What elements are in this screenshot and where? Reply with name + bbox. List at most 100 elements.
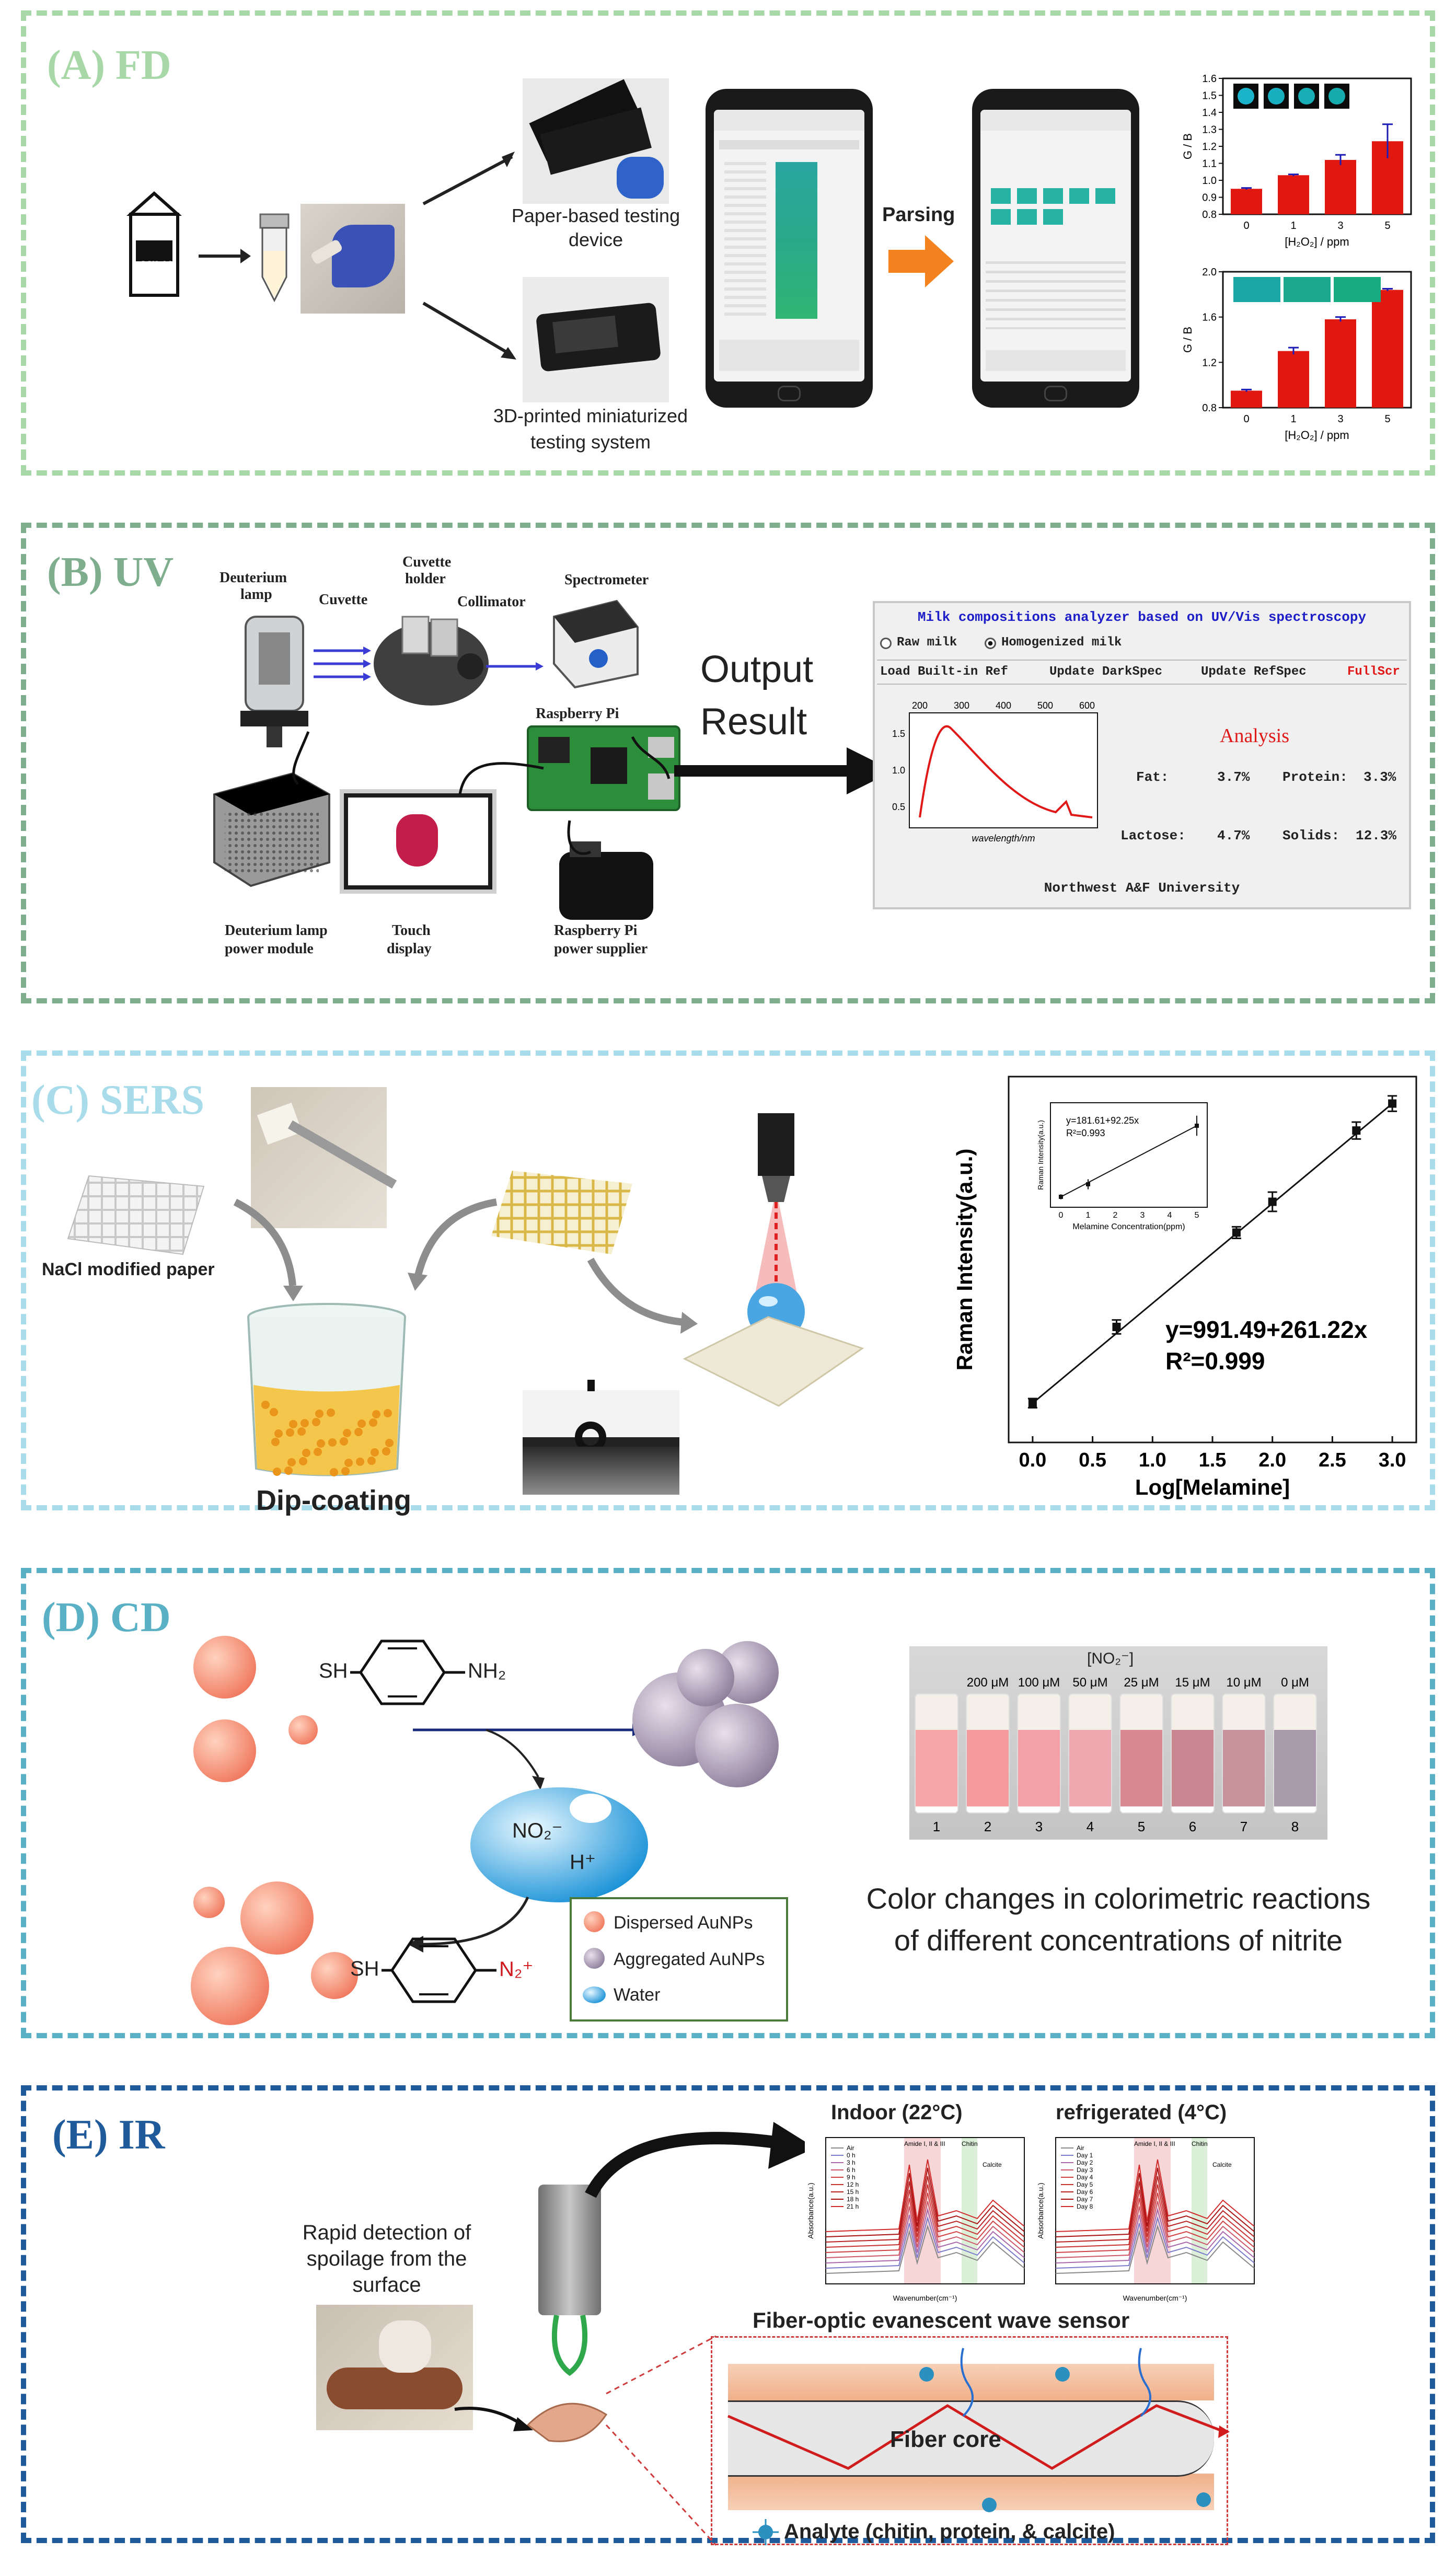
- refrig-legend-label: Day 8: [1077, 2203, 1093, 2210]
- colorimetric-caption-2: of different concentrations of nitrite: [894, 1924, 1343, 1957]
- phone-left-screen: [714, 110, 864, 382]
- refrig-spectrum-line: [1055, 2224, 1255, 2274]
- output-label-1: Output: [700, 649, 814, 690]
- update-refspec-button[interactable]: Update RefSpec: [1201, 665, 1307, 679]
- collimator-beam-icon: [486, 662, 544, 671]
- refrig-spectrum-line: [1055, 2176, 1255, 2243]
- raspberry-pi-label: Raspberry Pi: [536, 706, 619, 722]
- h2o2-bottom-color-swatch: [1233, 277, 1280, 302]
- load-ref-button[interactable]: Load Built-in Ref: [880, 665, 1008, 679]
- shrimp-photo: [316, 2305, 473, 2430]
- inset-ylabel: Raman Intensity(a.u.): [1036, 1120, 1045, 1190]
- raman-point: [1028, 1399, 1037, 1407]
- h2o2-top-color-spot: [1328, 88, 1345, 105]
- legend-dispersed-label: Dispersed AuNPs: [614, 1913, 753, 1933]
- spectrometer-icon: [553, 599, 639, 689]
- refrigerated-label: refrigerated (4°C): [1056, 2101, 1227, 2124]
- refrig-legend-label: Day 1: [1077, 2152, 1093, 2159]
- touch-display-icon: [340, 789, 496, 894]
- colorimetric-caption-1: Color changes in colorimetric reactions: [866, 1882, 1371, 1915]
- refrig-spectrum-line: [1055, 2201, 1255, 2258]
- raman-xtick-label: 3.0: [1379, 1449, 1406, 1471]
- nanoparticle-dot: [270, 1408, 278, 1416]
- nanoparticle-dot: [274, 1429, 283, 1438]
- refrig-spectrum-line: [1055, 2184, 1255, 2248]
- h2o2-bottom-ylabel: G / B: [1181, 327, 1194, 353]
- indoor-legend-label: 18 h: [847, 2196, 859, 2203]
- refrig-spectrum-line: [1055, 2192, 1255, 2253]
- vial-number: 8: [1291, 1819, 1299, 1834]
- fat-label: Fat:: [1136, 769, 1169, 785]
- cuvette-holder-label-2: holder: [405, 571, 446, 587]
- nanoparticle-dot: [317, 1439, 325, 1448]
- radio-homogenized[interactable]: [985, 638, 996, 649]
- gold-mesh-icon: [491, 1171, 632, 1254]
- protein-value: 3.3%: [1363, 769, 1396, 785]
- vial-concentration: 15 μM: [1175, 1676, 1210, 1690]
- panel-d-title: (D) CD: [42, 1595, 171, 1641]
- legend-aggregated-label: Aggregated AuNPs: [614, 1949, 765, 1969]
- nh2-label: NH₂: [468, 1659, 506, 1682]
- panel-e-title: (E) IR: [52, 2112, 165, 2158]
- inset-xtick-label: 0: [1059, 1211, 1064, 1220]
- h2o2-bottom-xlabel: [H₂O₂] / ppm: [1285, 429, 1349, 442]
- h2o2-bottom-xtick-label: 1: [1290, 413, 1296, 425]
- nanoparticle-dot: [382, 1447, 390, 1456]
- refrig-legend-label: Day 2: [1077, 2159, 1093, 2166]
- indoor-spectrum-line: [825, 2201, 1025, 2258]
- vial: [1273, 1693, 1317, 1814]
- touch-display-label-2: display: [387, 941, 432, 957]
- cables-icon: [292, 731, 671, 855]
- radio-raw-label: Raw milk: [897, 636, 957, 650]
- indoor-spectrum-line: [825, 2208, 1025, 2263]
- indoor-spectrum-line: [825, 2216, 1025, 2269]
- h2o2-top-ytick-label: 1.5: [1202, 90, 1217, 102]
- nanoparticle-dot: [301, 1419, 309, 1427]
- fullscr-button[interactable]: FullScr: [1347, 665, 1400, 679]
- power-module-label-1: Deuterium lamp: [225, 922, 328, 939]
- printed-system-label-2: testing system: [530, 431, 651, 453]
- refrig-spectrum-line: [1055, 2216, 1255, 2269]
- nanoparticle-dots: [261, 1401, 397, 1479]
- h2o2-top-ytick-label: 0.9: [1202, 192, 1217, 204]
- raman-point: [1268, 1197, 1277, 1206]
- light-path-icon: [727, 2404, 1230, 2470]
- panel-d: (D) CD SH NH₂ NO₂⁻ H⁺: [21, 1568, 1435, 2038]
- update-darkspec-button[interactable]: Update DarkSpec: [1049, 665, 1163, 679]
- nanoparticle-dot: [371, 1448, 379, 1457]
- lactose-value: 4.7%: [1217, 828, 1250, 844]
- radio-raw[interactable]: [880, 638, 892, 649]
- vial-number: 5: [1137, 1819, 1146, 1834]
- raman-ylabel: Raman Intensity(a.u.): [952, 1149, 977, 1371]
- milk-label: MILK: [141, 259, 172, 273]
- h2o2-top-ytick-label: 1.1: [1202, 158, 1217, 170]
- h2o2-bottom-xtick-label: 5: [1384, 413, 1390, 425]
- dispersed-aunp-top-icon: [193, 1636, 318, 1782]
- h2o2-top-xtick-label: 5: [1384, 220, 1390, 232]
- uv-xtick-label: 200: [912, 700, 928, 711]
- nanoparticle-dot: [372, 1410, 380, 1418]
- refrig-legend-label: Air: [1077, 2144, 1084, 2152]
- h2o2-top-ylabel: G / B: [1181, 133, 1194, 159]
- raman-xtick-label: 2.0: [1258, 1449, 1286, 1471]
- h2o2-top-ytick-label: 1.2: [1202, 141, 1217, 153]
- nanoparticle-dot: [341, 1467, 350, 1475]
- inset-point: [1195, 1124, 1199, 1128]
- h2o2-top-bar: [1231, 189, 1262, 214]
- h2o2-bottom-bar: [1231, 390, 1262, 408]
- refrig-frame: [1055, 2137, 1255, 2284]
- nanoparticle-dot: [367, 1457, 376, 1465]
- vial: [1171, 1693, 1215, 1814]
- deuterium-lamp-label-1: Deuterium: [219, 570, 287, 586]
- collimator-label: Collimator: [457, 594, 526, 610]
- nanoparticle-dot: [327, 1408, 335, 1417]
- aggregated-legend-icon: [584, 1948, 605, 1969]
- h2o2-bottom-ytick-label: 0.8: [1202, 402, 1217, 414]
- inset-point: [1059, 1195, 1063, 1199]
- centrifuge-tube-icon: [259, 213, 290, 303]
- h2o2-bottom-xtick-label: 3: [1337, 413, 1343, 425]
- dip-coating-label: Dip-coating: [256, 1485, 411, 1516]
- raman-r2: R²=0.999: [1165, 1347, 1265, 1375]
- h2o2-bottom-color-swatch: [1334, 277, 1381, 302]
